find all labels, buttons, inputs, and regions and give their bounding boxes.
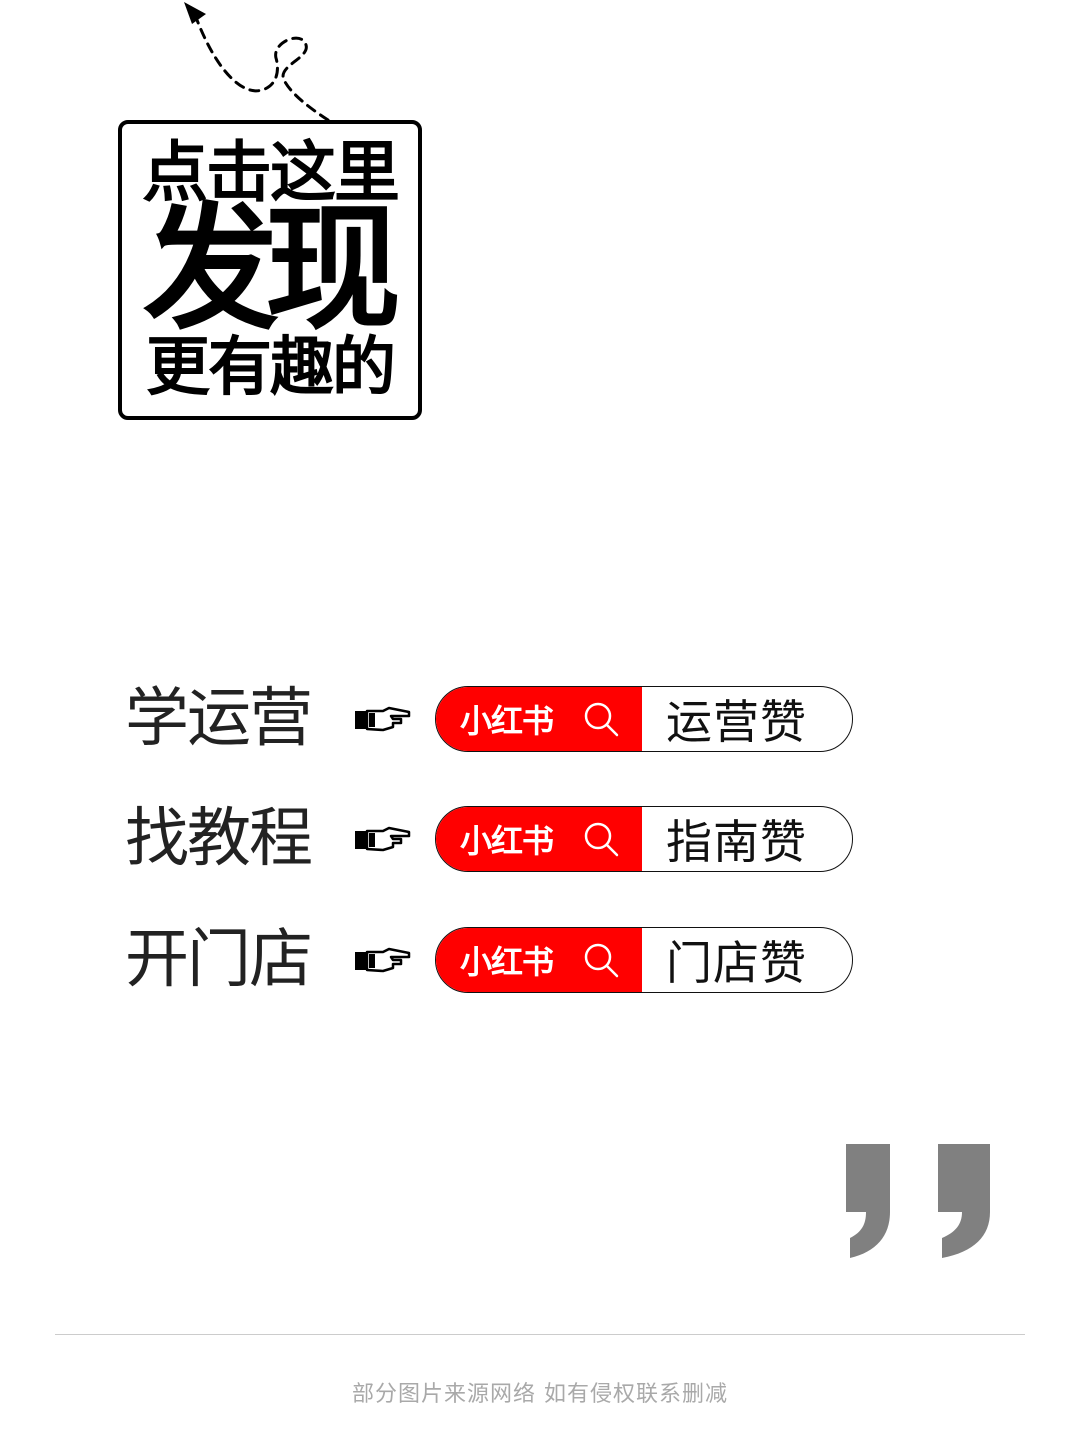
search-row: 开门店 小红书 门店赞	[125, 925, 865, 995]
search-icon	[584, 822, 619, 857]
brand-logo-text: 小红书	[460, 702, 554, 740]
row-label: 学运营	[125, 682, 313, 756]
search-query-text: 门店赞	[666, 936, 807, 990]
row-label: 找教程	[125, 802, 313, 876]
search-pill-brand-section: 小红书	[436, 928, 642, 992]
search-row: 学运营 小红书 运营赞	[125, 684, 865, 754]
search-pill[interactable]: 小红书 运营赞	[435, 686, 853, 752]
search-pill[interactable]: 小红书 门店赞	[435, 927, 853, 993]
row-label: 开门店	[125, 923, 313, 997]
search-pill[interactable]: 小红书 指南赞	[435, 806, 853, 872]
brand-logo-text: 小红书	[460, 943, 554, 981]
footer-divider	[55, 1334, 1025, 1335]
brand-logo-text: 小红书	[460, 822, 554, 860]
pointing-hand-icon	[355, 823, 415, 855]
closing-quote-icon	[846, 1144, 990, 1258]
headline-line-2: 发现	[143, 191, 401, 349]
search-icon	[584, 943, 619, 978]
pointing-hand-icon	[355, 703, 415, 735]
search-icon	[584, 702, 619, 737]
search-pill-brand-section: 小红书	[436, 807, 642, 871]
search-query-text: 运营赞	[666, 695, 807, 749]
dashed-arrow-icon	[184, 2, 330, 122]
pointing-hand-icon	[355, 944, 415, 976]
search-pill-brand-section: 小红书	[436, 687, 642, 751]
headline-line-1: 点击这里	[142, 134, 400, 211]
search-query-text: 指南赞	[666, 815, 807, 869]
headline-box: 点击这里 发现 更有趣的	[118, 120, 422, 420]
search-row: 找教程 小红书 指南赞	[125, 804, 865, 874]
headline-line-3: 更有趣的	[146, 331, 396, 405]
footer-note: 部分图片来源网络 如有侵权联系删减	[352, 1382, 728, 1407]
